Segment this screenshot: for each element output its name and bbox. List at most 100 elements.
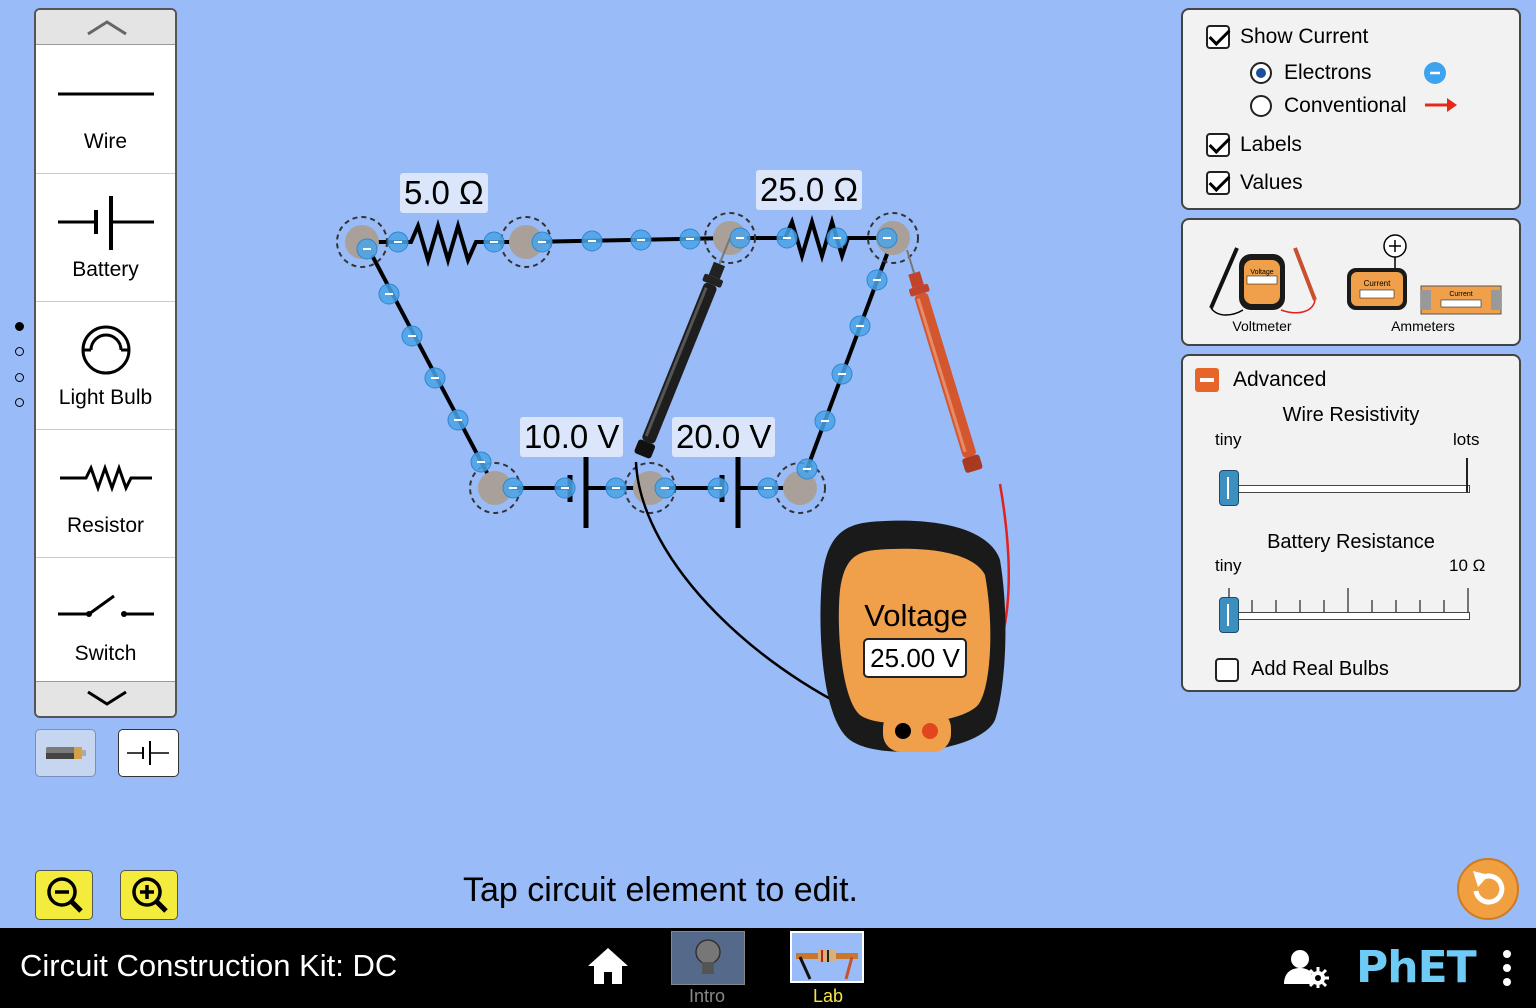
add-real-bulbs-checkbox[interactable] xyxy=(1215,658,1239,682)
switch-label: Switch xyxy=(74,642,137,665)
advanced-title: Advanced xyxy=(1233,368,1327,391)
voltmeter-icon: Voltage xyxy=(1209,247,1317,316)
wire-resistivity-max-tick xyxy=(1466,458,1468,492)
wire-resistivity-track[interactable] xyxy=(1228,485,1470,493)
collapse-advanced-button[interactable] xyxy=(1195,368,1219,392)
lab-screen-label: Lab xyxy=(812,986,844,1006)
resistor-5-ohm-label: 5.0 Ω xyxy=(400,173,488,213)
reset-all-button[interactable] xyxy=(1456,857,1520,921)
electron-icon xyxy=(1424,62,1446,84)
values-label: Values xyxy=(1240,171,1303,194)
battery-label: Battery xyxy=(72,258,139,281)
carousel-item-wire[interactable]: Wire xyxy=(36,46,175,174)
electrons xyxy=(356,227,898,499)
edit-hint-text: Tap circuit element to edit. xyxy=(463,871,858,909)
wire-label: Wire xyxy=(83,130,128,153)
battery-20v-label: 20.0 V xyxy=(672,417,776,457)
values-checkbox[interactable] xyxy=(1206,171,1230,195)
carousel-page-dot[interactable] xyxy=(15,398,24,407)
ammeters-tool-label: Ammeters xyxy=(1391,318,1455,334)
reset-icon xyxy=(1473,873,1505,905)
lifelike-battery-icon xyxy=(46,747,86,759)
show-current-checkbox[interactable] xyxy=(1206,25,1230,49)
show-current-label: Show Current xyxy=(1240,25,1369,48)
schematic-view-button[interactable] xyxy=(118,729,179,777)
lifelike-view-button[interactable] xyxy=(35,729,96,777)
carousel-page-dot[interactable] xyxy=(15,347,24,356)
app-title: Circuit Construction Kit: DC xyxy=(20,948,398,983)
minus-icon xyxy=(1200,378,1214,382)
circuit-vertices xyxy=(336,212,919,514)
user-icon xyxy=(1291,950,1309,968)
chevron-up-icon xyxy=(87,20,127,36)
intro-screen-button[interactable]: Intro xyxy=(668,931,746,1008)
battery-icon xyxy=(58,196,154,250)
carousel-item-battery[interactable]: Battery xyxy=(36,174,175,302)
schematic-battery-icon xyxy=(127,741,169,765)
ammeters-icon: Current Current xyxy=(1347,234,1502,315)
voltmeter-tool-screen-label: Voltage xyxy=(1250,269,1273,276)
electron-minus-signs xyxy=(363,237,891,489)
wire xyxy=(363,241,497,489)
carousel-item-resistor[interactable]: Resistor xyxy=(36,430,175,558)
voltmeter-title: Voltage xyxy=(864,598,968,633)
home-icon xyxy=(588,948,628,984)
voltmeter-tool-label: Voltmeter xyxy=(1232,318,1292,334)
battery-resistance-max: 10 Ω xyxy=(1449,556,1486,575)
sensor-toolbox-panel: Voltage Voltmeter Current Current Ammete… xyxy=(1181,218,1521,346)
electrons-label: Electrons xyxy=(1284,61,1372,84)
carousel-page-dot[interactable] xyxy=(15,322,24,331)
home-button[interactable] xyxy=(586,946,630,986)
carousel-down-button[interactable] xyxy=(36,681,175,716)
zoom-in-button[interactable] xyxy=(120,870,178,920)
battery-resistance-min: tiny xyxy=(1215,556,1242,575)
resistor-icon xyxy=(60,463,152,493)
lab-thumbnail-icon xyxy=(796,950,858,980)
light-bulb-icon xyxy=(81,325,131,375)
electrons-radio[interactable] xyxy=(1250,62,1272,84)
red-probe xyxy=(906,249,983,473)
light-bulb-label: Light Bulb xyxy=(58,386,153,409)
battery-resistance-thumb[interactable] xyxy=(1219,597,1239,633)
labels-checkbox[interactable] xyxy=(1206,133,1230,157)
wire-resistivity-thumb[interactable] xyxy=(1219,470,1239,506)
phet-logo[interactable]: PhET xyxy=(1356,942,1477,993)
voltmeter-body xyxy=(820,520,1006,752)
ammeter-tool-screen-label: Current xyxy=(1364,279,1391,288)
non-contact-ammeter-screen-label: Current xyxy=(1449,291,1472,298)
chevron-down-icon xyxy=(87,690,127,706)
wire-icon xyxy=(58,92,154,96)
circuit-canvas xyxy=(336,212,1011,752)
advanced-panel: Advanced Wire Resistivity tiny lots Batt… xyxy=(1181,354,1521,692)
wire-resistivity-max: lots xyxy=(1453,430,1480,449)
voltmeter-tool[interactable]: Voltage Voltmeter xyxy=(1203,240,1321,334)
zoom-out-icon xyxy=(47,877,83,913)
display-options-panel: Show Current Electrons Conventional Labe… xyxy=(1181,8,1521,210)
battery-resistance-ticks xyxy=(1228,588,1469,612)
preferences-button[interactable] xyxy=(1282,948,1330,988)
switch-icon xyxy=(58,594,154,617)
component-carousel: Wire Battery Light Bulb Resistor xyxy=(34,8,177,718)
kebab-menu-button[interactable] xyxy=(1500,948,1514,988)
navigation-bar: Circuit Construction Kit: DC Intro Lab xyxy=(0,928,1536,1008)
carousel-up-button[interactable] xyxy=(36,10,175,45)
voltmeter-reading: 25.00 V xyxy=(863,638,967,678)
resistor-5-ohm xyxy=(400,218,526,268)
carousel-item-switch[interactable]: Switch xyxy=(36,558,175,686)
add-real-bulbs-label: Add Real Bulbs xyxy=(1251,658,1389,680)
wire-resistivity-min: tiny xyxy=(1215,430,1242,449)
zoom-out-button[interactable] xyxy=(35,870,93,920)
resistor-25-ohm-label: 25.0 Ω xyxy=(756,170,863,210)
black-probe xyxy=(634,237,731,459)
carousel-page-dot[interactable] xyxy=(15,373,24,382)
zoom-in-icon xyxy=(132,877,168,913)
conventional-radio[interactable] xyxy=(1250,95,1272,117)
battery-resistance-title: Battery Resistance xyxy=(1267,531,1435,553)
ammeters-tool[interactable]: Current Current Ammeters xyxy=(1343,232,1503,334)
carousel-item-light-bulb[interactable]: Light Bulb xyxy=(36,302,175,430)
lab-screen-button[interactable]: Lab xyxy=(788,931,868,1008)
conventional-arrow-icon xyxy=(1425,98,1457,112)
resistor-label: Resistor xyxy=(66,514,145,537)
conventional-label: Conventional xyxy=(1284,94,1407,117)
battery-10v-label: 10.0 V xyxy=(520,417,624,457)
